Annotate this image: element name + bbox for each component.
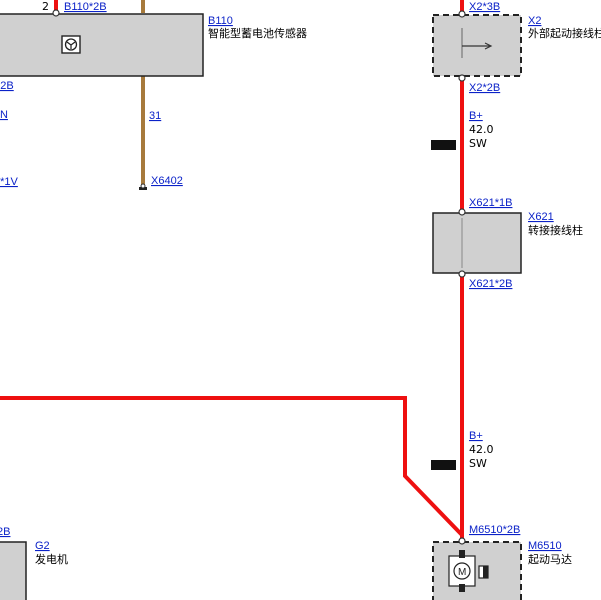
m6510-component[interactable] (432, 541, 522, 600)
wire-upper-size: 42.0 (469, 123, 494, 136)
m6510-name: 起动马达 (528, 553, 572, 566)
x621-1b-pin[interactable] (458, 208, 466, 216)
g2-code-link[interactable]: G2 (35, 540, 50, 552)
svg-text:M: M (458, 567, 466, 578)
wire-lower-color: SW (469, 457, 487, 470)
m6510-2b-pin[interactable] (458, 537, 466, 545)
x6402-link[interactable]: X6402 (151, 175, 183, 187)
wire-upper-signal-link[interactable]: B+ (469, 110, 483, 122)
x621-2b-pin[interactable] (458, 270, 466, 278)
x621-component[interactable] (432, 212, 522, 274)
x2-name: 外部起动接线柱 (528, 26, 601, 40)
x2-2b-pin[interactable] (458, 74, 466, 82)
motor-icon: M (448, 550, 489, 592)
b110-component[interactable] (0, 13, 204, 77)
left-2b-bottom-link[interactable]: 2B (0, 526, 10, 538)
left-2b-top-link[interactable]: *2B (0, 80, 14, 92)
b110-name: 智能型蓄电池传感器 (208, 26, 307, 40)
x2-code-link[interactable]: X2 (528, 15, 541, 27)
x621-2b-connector-link[interactable]: X621*2B (469, 278, 512, 290)
left-n-link[interactable]: N (0, 109, 8, 121)
x621-1b-connector-link[interactable]: X621*1B (469, 197, 512, 209)
brown-wire-31-link[interactable]: 31 (149, 110, 161, 122)
wire-marker-upper (431, 140, 456, 150)
x2-2b-connector-link[interactable]: X2*2B (469, 82, 500, 94)
x2-3b-connector-link[interactable]: X2*3B (469, 1, 500, 13)
wire-marker-lower (431, 460, 456, 470)
b110-2b-connector-link[interactable]: B110*2B (64, 1, 107, 13)
x621-code-link[interactable]: X621 (528, 211, 554, 223)
wire-upper-color: SW (469, 137, 487, 150)
wire-lower-signal-link[interactable]: B+ (469, 430, 483, 442)
sensor-icon (61, 35, 81, 54)
x2-3b-pin[interactable] (458, 10, 466, 18)
left-1v-link[interactable]: 8*1V (0, 176, 19, 188)
arrow-icon (461, 28, 493, 58)
g2-component[interactable] (0, 541, 27, 600)
x621-name: 转接接线柱 (528, 223, 583, 237)
b110-code-link[interactable]: B110 (208, 15, 233, 27)
m6510-2b-connector-link[interactable]: M6510*2B (469, 524, 520, 536)
b110-pin[interactable] (52, 9, 60, 17)
m6510-code-link[interactable]: M6510 (528, 540, 562, 552)
b110-pin-number: 2 (42, 0, 49, 13)
red-wire-g2-m6510[interactable] (0, 396, 464, 537)
g2-name: 发电机 (35, 552, 68, 566)
wire-lower-size: 42.0 (469, 443, 494, 456)
ground-icon (139, 183, 147, 190)
